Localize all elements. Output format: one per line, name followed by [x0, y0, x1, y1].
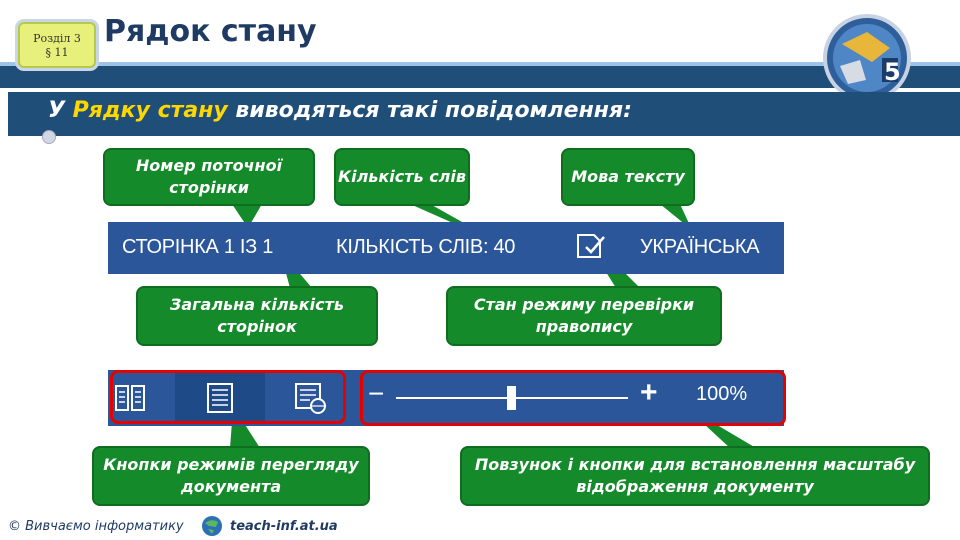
callout-total-pages: Загальна кількість сторінок [136, 286, 378, 346]
spell-check-icon[interactable] [574, 231, 608, 261]
callout-view-buttons: Кнопки режимів перегляду документа [92, 446, 370, 506]
zoom-out-button[interactable]: − [368, 378, 385, 409]
connector-zoom [704, 422, 756, 448]
zoom-in-button[interactable]: + [640, 376, 658, 409]
subtitle: У Рядку стану виводяться такі повідомлен… [48, 98, 632, 123]
header-stripe [0, 66, 960, 88]
logo-number: 5 [884, 58, 901, 86]
title-band [0, 0, 960, 70]
status-page-info[interactable]: СТОРІНКА 1 ІЗ 1 [122, 236, 274, 258]
subtitle-prefix: У [48, 98, 73, 123]
textbook-logo: 5 [823, 14, 911, 102]
page-title: Рядок стану [104, 14, 317, 49]
section-label: Розділ 3 [33, 32, 81, 45]
paragraph-label: § 11 [45, 46, 69, 59]
connector-view-buttons [230, 420, 260, 448]
zoom-level[interactable]: 100% [696, 383, 748, 405]
view-active-highlight [175, 372, 265, 424]
subtitle-rest: виводяться такі повідомлення: [227, 98, 632, 123]
subtitle-highlight: Рядку стану [72, 98, 228, 123]
callout-spell-check: Стан режиму перевірки правопису [446, 286, 722, 346]
footer-copyright: © Вивчаємо інформатику [8, 519, 184, 534]
callout-word-count: Кількість слів [334, 148, 470, 206]
bullet-dot [42, 130, 56, 144]
print-layout-icon[interactable] [202, 380, 238, 416]
header-stripe-light [0, 62, 960, 66]
status-language[interactable]: УКРАЇНСЬКА [640, 236, 760, 258]
subtitle-band [8, 92, 960, 136]
zoom-slider-thumb [507, 386, 516, 410]
callout-current-page: Номер поточної сторінки [103, 148, 315, 206]
section-badge: Розділ 3 § 11 [18, 22, 96, 68]
read-mode-icon[interactable] [112, 380, 148, 416]
connector-current-page [232, 204, 262, 228]
status-bar [108, 222, 784, 274]
status-word-count[interactable]: КІЛЬКІСТЬ СЛІВ: 40 [336, 236, 516, 258]
footer-link[interactable]: teach-inf.at.ua [230, 519, 338, 534]
view-buttons-frame [110, 370, 346, 424]
callout-zoom: Повзунок і кнопки для встановлення масшт… [460, 446, 930, 506]
callout-language: Мова тексту [561, 148, 695, 206]
zoom-controls-frame [360, 370, 786, 426]
globe-icon [202, 516, 222, 536]
web-layout-icon[interactable] [292, 380, 328, 416]
zoom-slider[interactable] [392, 384, 632, 412]
